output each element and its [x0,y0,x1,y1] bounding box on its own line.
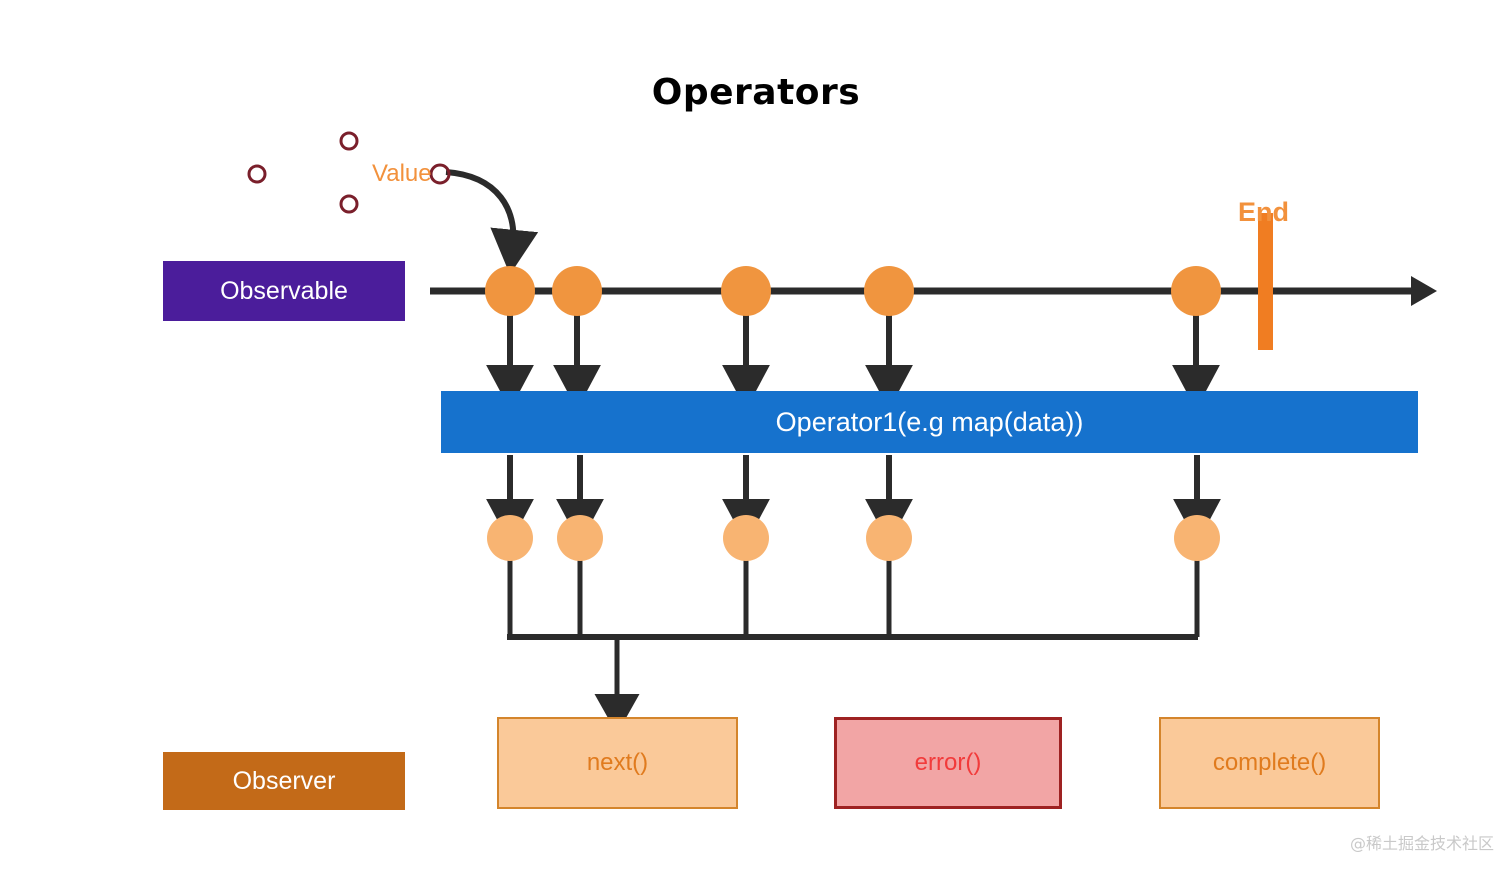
observer-next-label: next() [586,749,649,776]
observer-complete-box: complete() [1159,717,1380,809]
value-label: Value [372,160,432,187]
emission-circle [1171,266,1221,316]
emission-circle [721,266,771,316]
emission-circle [552,266,602,316]
decor-ring-icon [339,131,359,151]
output-to-bus-connectors [507,556,1200,734]
transformed-emission-circles [487,515,1220,561]
page-title: Operators [651,72,861,113]
observer-role-box: Observer [163,752,405,810]
observer-role-label: Observer [232,766,336,795]
observable-role-label: Observable [220,276,348,305]
value-curved-arrow [445,169,539,275]
decor-ring-icon [339,194,359,214]
operator-bar: Operator1(e.g map(data)) [441,391,1418,453]
observable-role-box: Observable [163,261,405,321]
observer-error-label: error() [914,749,982,776]
completion-bar [1258,213,1273,350]
transformed-circle [557,515,603,561]
timeline-arrowhead [1411,276,1437,306]
emission-circle [864,266,914,316]
emission-circle [485,266,535,316]
operator-to-output-connectors [486,455,1221,544]
observable-emission-circles [485,266,1221,316]
decor-ring-group [247,131,451,214]
transformed-circle [487,515,533,561]
watermark: @稀土掘金技术社区 [1349,834,1494,853]
transformed-circle [723,515,769,561]
emission-to-operator-connectors [486,310,1220,410]
decor-ring-icon [247,164,267,184]
end-label: End [1238,197,1289,227]
observer-complete-label: complete() [1212,749,1327,776]
decor-ring-icon [429,163,451,185]
observer-next-box: next() [497,717,738,809]
operator-label: Operator1(e.g map(data)) [775,406,1084,437]
transformed-circle [1174,515,1220,561]
transformed-circle [866,515,912,561]
observer-error-box: error() [834,717,1062,809]
